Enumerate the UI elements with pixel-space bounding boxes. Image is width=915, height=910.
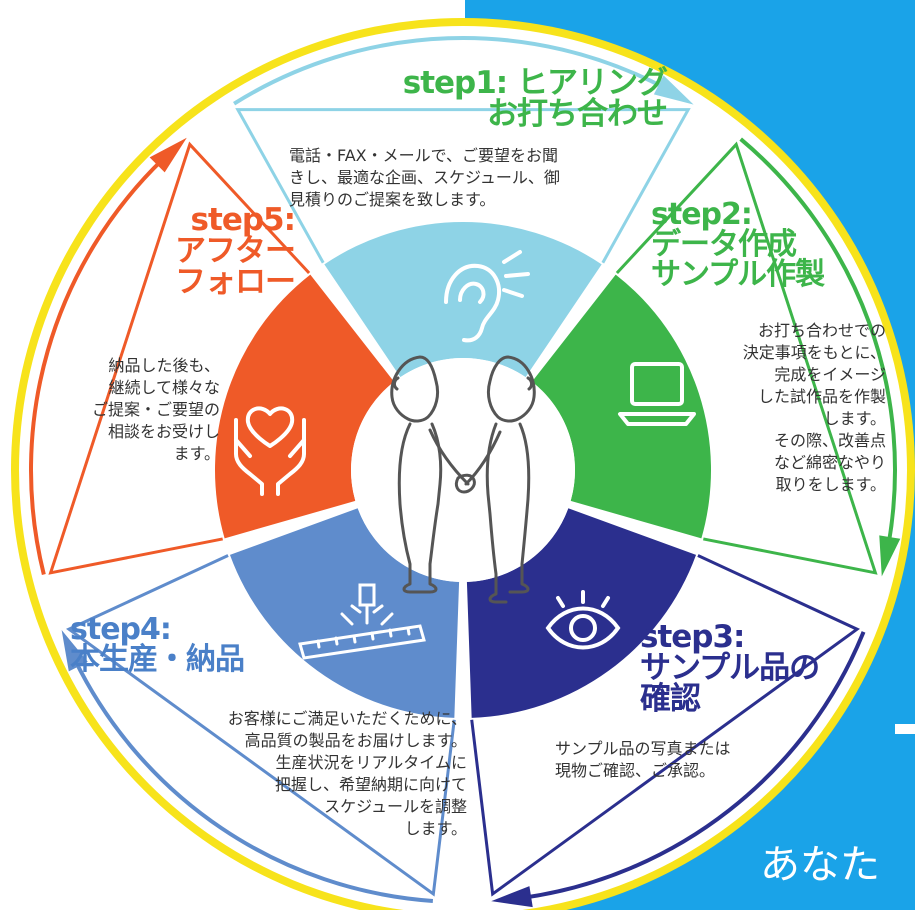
eye-icon xyxy=(545,590,621,650)
step5-arrow-head xyxy=(149,137,187,173)
step2-cycle-arrow xyxy=(739,137,897,546)
step1-arrow-head xyxy=(653,75,694,105)
step3-panel-outline xyxy=(470,554,861,897)
step3-title: step3: サンプル品の 確認 xyxy=(640,619,820,717)
step3-cycle-arrow xyxy=(522,631,866,900)
step5-cycle-arrow xyxy=(29,157,165,575)
step1-panel-outline xyxy=(235,108,691,264)
laptop-icon xyxy=(618,362,696,426)
step3-description: サンプル品の写真または 現物ご確認、ご承認。 xyxy=(555,739,731,780)
step2-ring-segment xyxy=(531,274,711,539)
step3-ring-segment xyxy=(466,508,697,718)
white-mark xyxy=(895,724,915,734)
step5-title: step5: アフター フォロー xyxy=(175,202,296,300)
caption-text: あなた xyxy=(760,842,880,888)
step4-title: step4: 本生産・納品 xyxy=(70,612,245,677)
hands-heart-icon xyxy=(234,406,306,496)
step5-panel-outline xyxy=(48,141,311,575)
step4-arrow-head xyxy=(61,630,88,672)
step5-ring-segment xyxy=(215,274,395,539)
step2-panel-outline xyxy=(615,141,878,575)
step3-arrow-head xyxy=(491,886,533,908)
step1-ring-segment xyxy=(324,222,602,378)
step5-description: 納品した後も、 継続して様々な ご提案・ご要望の 相談をお受けし ます。 xyxy=(91,356,220,463)
step4-description: お客様にご満足いただくために、 高品質の製品をお届けします。 生産状況をリアルタ… xyxy=(227,709,467,838)
step2-title: step2: データ作成 サンプル作製 xyxy=(651,197,825,292)
step1-title: step1: ヒアリング お打ち合わせ xyxy=(402,65,668,132)
step2-description: お打ち合わせでの 決定事項をもとに、 完成をイメージ した試作品を作製 します。… xyxy=(742,321,886,494)
ear-icon xyxy=(444,250,530,343)
center-white-circle xyxy=(351,358,575,582)
handshake-figures-icon xyxy=(390,355,536,604)
step2-arrow-head xyxy=(879,535,901,577)
step4-ring-segment xyxy=(229,508,460,718)
step4-panel-outline xyxy=(65,554,456,897)
laser-cutting-icon xyxy=(298,583,426,660)
step4-cycle-arrow xyxy=(72,658,434,903)
step1-cycle-arrow xyxy=(233,36,667,106)
step1-description: 電話・FAX・メールで、ご要望をお聞 きし、最適な企画、スケジュール、御 見積り… xyxy=(289,146,560,209)
